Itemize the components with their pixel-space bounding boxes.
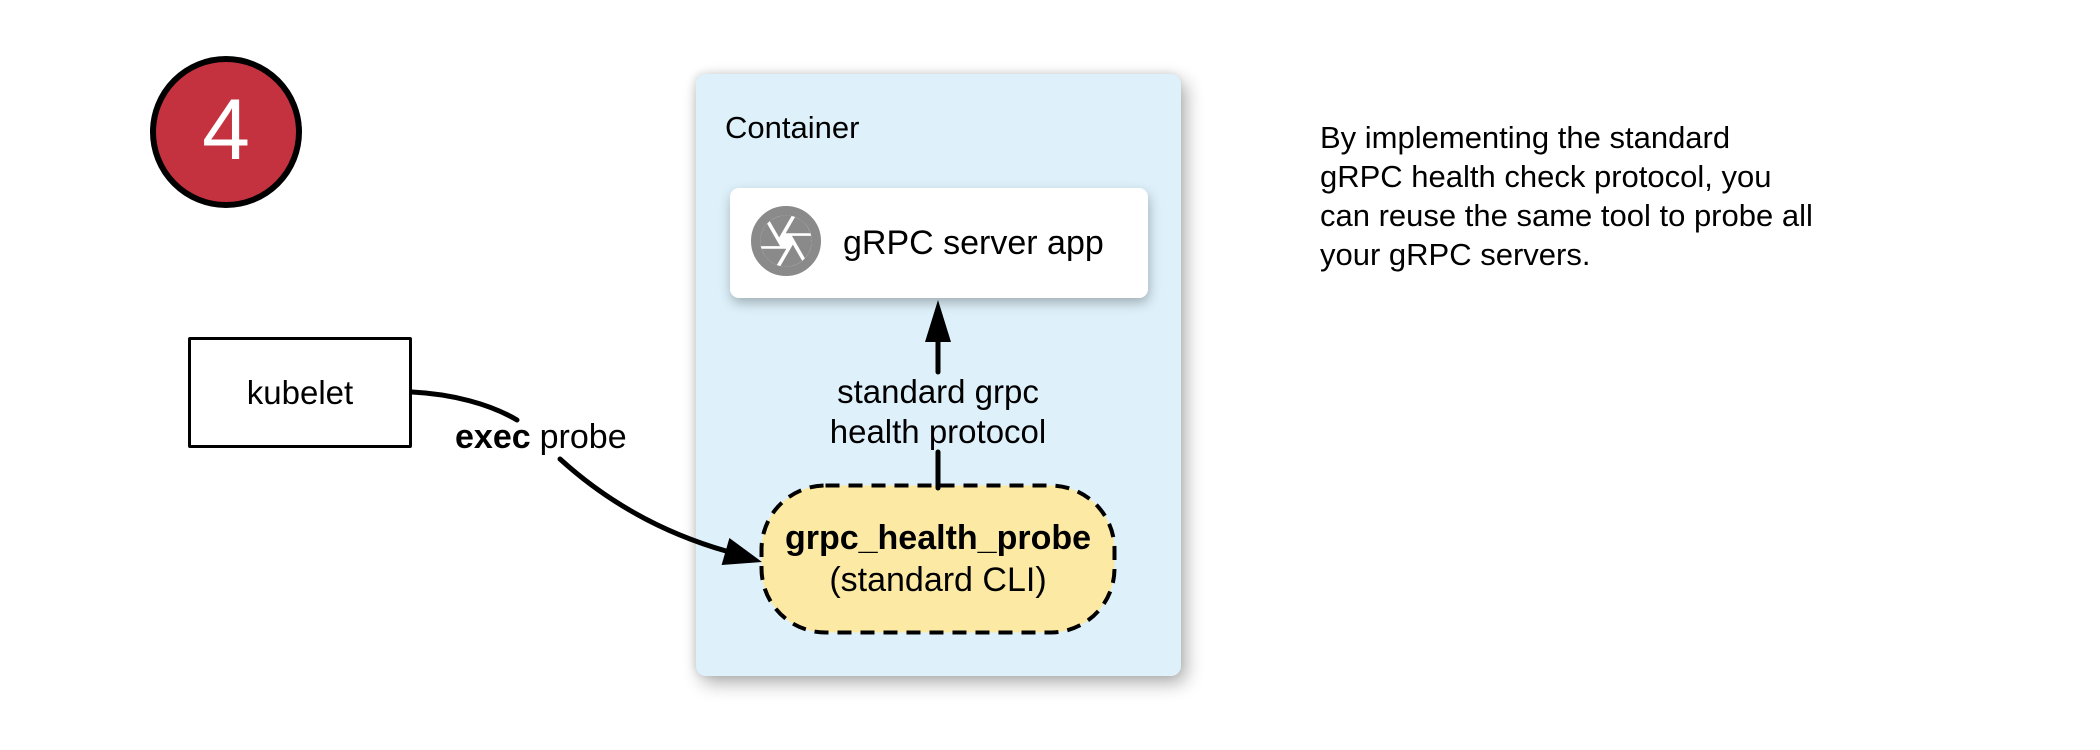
probe-pill-outline [759,483,1117,635]
probe-pill-text: grpc_health_probe (standard CLI) [759,483,1117,635]
step-badge: 4 [150,56,302,208]
kubelet-label: kubelet [246,373,354,411]
grpc-server-box: gRPC server app [730,188,1148,298]
protocol-arrow-label: standard grpc health protocol [829,373,1047,450]
probe-pill-name: grpc_health_probe [784,519,1092,557]
exec-probe-label-bold: exec [455,418,531,456]
aperture-shutter-icon [751,205,821,281]
exec-probe-label-rest: probe [539,418,627,456]
kubelet-box: kubelet [188,337,412,448]
grpc-server-label: gRPC server app [843,223,1104,262]
grpc-health-probe-pill: grpc_health_probe (standard CLI) [759,483,1117,635]
container-title: Container [725,110,860,145]
note-text: By implementing the standard gRPC health… [1320,120,1813,272]
probe-pill-subtitle: (standard CLI) [829,561,1047,599]
step-number: 4 [202,82,250,178]
